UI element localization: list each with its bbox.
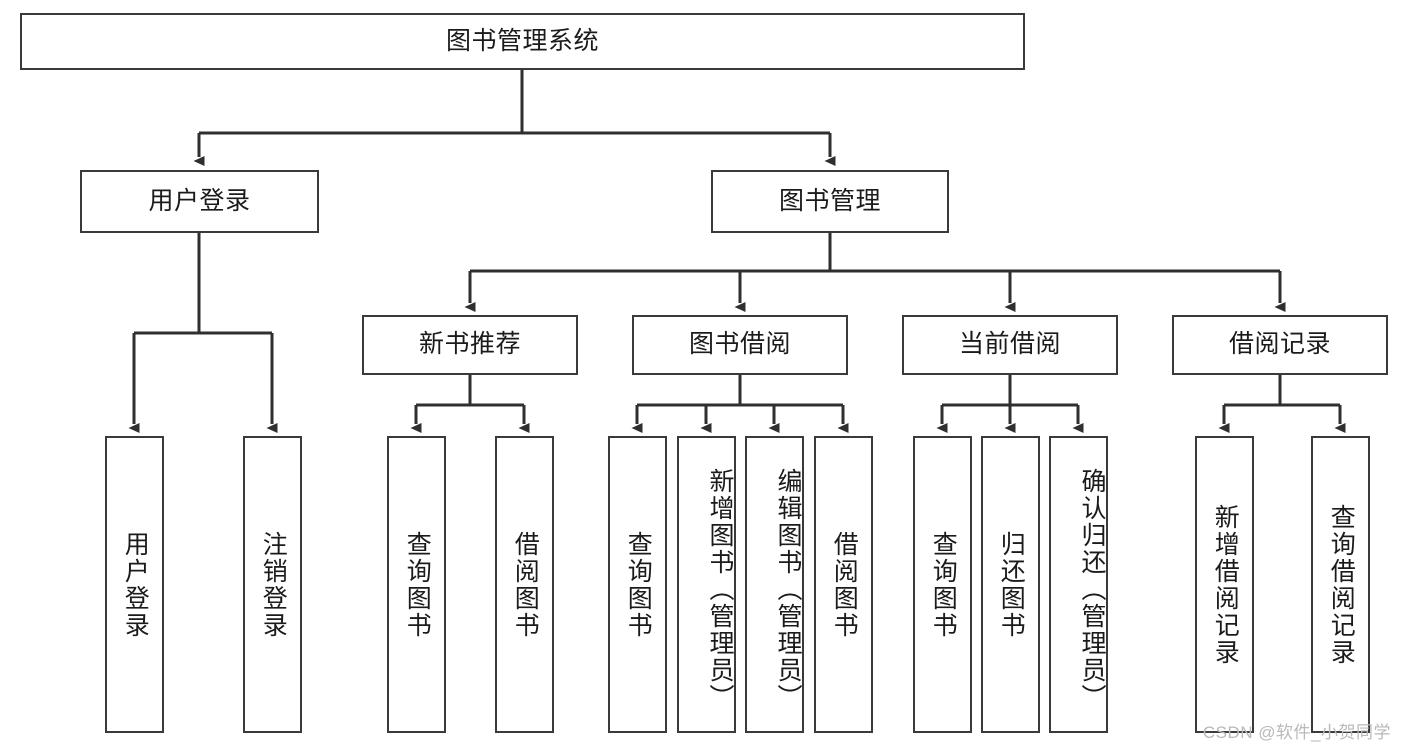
node-new-book-rec-label: 新书推荐 [418, 330, 521, 359]
leaf-borrow-book-1[interactable]: 借阅图书 [495, 436, 554, 733]
leaf-query-book-2[interactable]: 查询图书 [608, 436, 667, 733]
leaf-query-book-3[interactable]: 查询图书 [913, 436, 972, 733]
node-user-login-label: 用户登录 [148, 186, 251, 215]
node-user-login[interactable]: 用户登录 [80, 170, 319, 233]
leaf-edit-book[interactable]: 编辑图书（管理员） [745, 436, 804, 733]
leaf-edit-book-label: 编辑图书（管理员） [774, 468, 802, 711]
leaf-query-book-2-label: 查询图书 [624, 530, 653, 639]
leaf-return-book-label: 归还图书 [997, 530, 1026, 639]
node-borrow-record[interactable]: 借阅记录 [1172, 315, 1388, 375]
node-current-borrow[interactable]: 当前借阅 [902, 315, 1118, 375]
node-root-label: 图书管理系统 [445, 26, 599, 55]
leaf-borrow-book-1-label: 借阅图书 [511, 530, 540, 639]
leaf-query-book-3-label: 查询图书 [929, 530, 958, 639]
node-current-borrow-label: 当前借阅 [958, 330, 1061, 359]
leaf-borrow-book-2[interactable]: 借阅图书 [814, 436, 873, 733]
leaf-logout[interactable]: 注销登录 [243, 436, 302, 733]
leaf-add-book-label: 新增图书（管理员） [706, 468, 734, 711]
leaf-add-record-label: 新增借阅记录 [1211, 503, 1240, 666]
node-book-manage-label: 图书管理 [778, 186, 881, 215]
node-root[interactable]: 图书管理系统 [20, 13, 1025, 70]
node-borrow-record-label: 借阅记录 [1228, 330, 1331, 359]
leaf-add-record[interactable]: 新增借阅记录 [1195, 436, 1254, 733]
leaf-borrow-book-2-label: 借阅图书 [830, 530, 859, 639]
leaf-user-login-label: 用户登录 [121, 530, 150, 639]
leaf-query-record[interactable]: 查询借阅记录 [1311, 436, 1370, 733]
node-book-borrow-label: 图书借阅 [688, 330, 791, 359]
node-book-manage[interactable]: 图书管理 [711, 170, 949, 233]
node-book-borrow[interactable]: 图书借阅 [632, 315, 848, 375]
node-new-book-rec[interactable]: 新书推荐 [362, 315, 578, 375]
leaf-logout-label: 注销登录 [259, 530, 288, 639]
leaf-user-login[interactable]: 用户登录 [105, 436, 164, 733]
leaf-query-record-label: 查询借阅记录 [1327, 503, 1356, 666]
leaf-query-book-1-label: 查询图书 [403, 530, 432, 639]
leaf-confirm-return[interactable]: 确认归还（管理员） [1049, 436, 1108, 733]
leaf-confirm-return-label: 确认归还（管理员） [1078, 468, 1106, 711]
leaf-return-book[interactable]: 归还图书 [981, 436, 1040, 733]
leaf-add-book[interactable]: 新增图书（管理员） [677, 436, 736, 733]
leaf-query-book-1[interactable]: 查询图书 [387, 436, 446, 733]
